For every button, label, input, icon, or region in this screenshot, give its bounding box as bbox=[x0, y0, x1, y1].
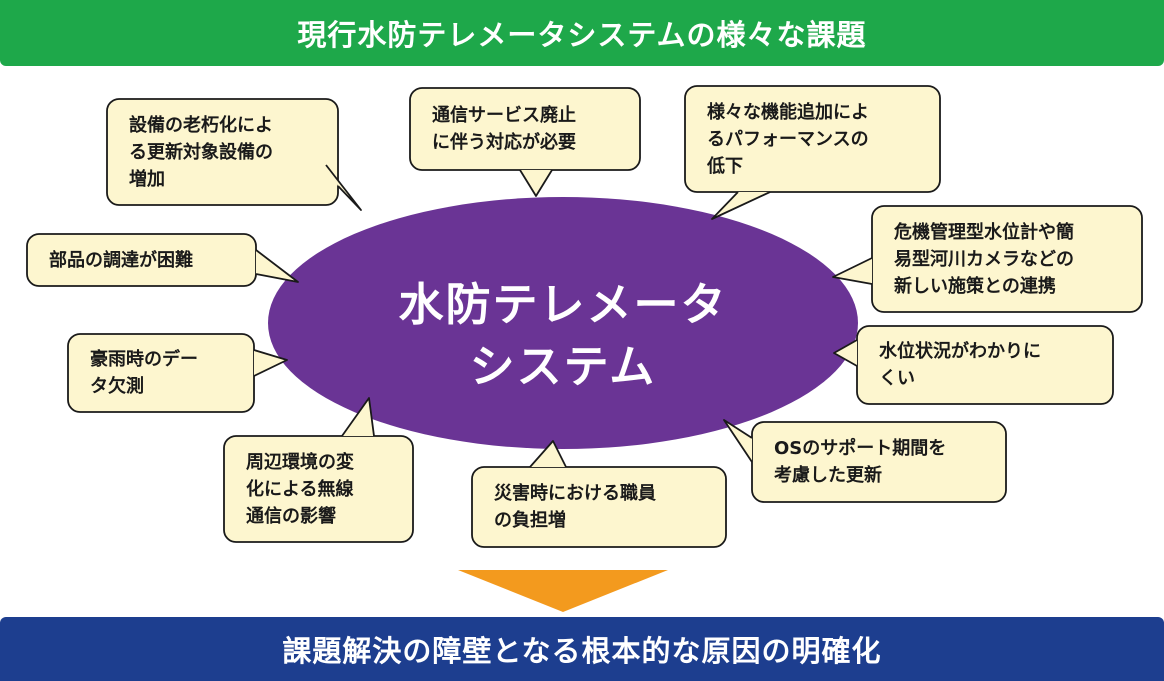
issue-text: OSのサポート期間を 考慮した更新 bbox=[774, 438, 947, 486]
issue-text: 様々な機能追加によ るパフォーマンスの 低下 bbox=[707, 101, 869, 177]
speech-bubble bbox=[67, 333, 288, 413]
speech-bubble bbox=[471, 440, 727, 548]
speech-bubble-tail-outline bbox=[341, 397, 375, 437]
speech-bubble-tail bbox=[342, 398, 374, 436]
issue-text: 設備の老朽化によ る更新対象設備の 増加 bbox=[129, 114, 273, 190]
issue-text: 周辺環境の変 化による無線 通信の影響 bbox=[246, 451, 354, 527]
center-ellipse bbox=[268, 197, 858, 449]
center-title: 水防テレメータ システム bbox=[398, 278, 728, 393]
speech-bubbles bbox=[26, 85, 1143, 548]
footer-banner: 課題解決の障壁となる根本的な原因の明確化 bbox=[0, 617, 1164, 681]
speech-bubble bbox=[26, 233, 299, 287]
issue-text: 通信サービス廃止 に伴う対応が必要 bbox=[432, 105, 576, 153]
speech-bubble-tail-outline bbox=[253, 349, 288, 377]
issue-text: 水位状況がわかりに くい bbox=[879, 341, 1041, 389]
speech-bubble-tail-outline bbox=[255, 249, 299, 283]
speech-bubble-tail-outline bbox=[833, 339, 858, 367]
speech-bubble bbox=[223, 397, 414, 543]
speech-bubble-tail bbox=[834, 340, 857, 366]
header-title: 現行水防テレメータシステムの様々な課題 bbox=[297, 18, 867, 52]
issue-text: 豪雨時のデー タ欠測 bbox=[90, 349, 198, 397]
speech-bubble-tail-outline bbox=[711, 191, 771, 220]
speech-bubble-tail bbox=[530, 441, 566, 467]
speech-bubble-box bbox=[223, 435, 414, 543]
speech-bubble-tail-outline bbox=[529, 440, 567, 468]
speech-bubble-tail bbox=[254, 350, 287, 376]
speech-bubble-box bbox=[684, 85, 941, 193]
speech-bubble-tail-outline bbox=[723, 419, 753, 463]
issue-text: 部品の調達が困難 bbox=[49, 249, 193, 271]
header-banner: 現行水防テレメータシステムの様々な課題 bbox=[0, 0, 1164, 66]
speech-bubble-tail-outline bbox=[832, 257, 873, 285]
footer-title: 課題解決の障壁となる根本的な原因の明確化 bbox=[282, 634, 882, 668]
speech-bubble bbox=[684, 85, 941, 220]
issue-text: 危機管理型水位計や簡 易型河川カメラなどの 新しい施策との連携 bbox=[894, 221, 1074, 297]
down-arrow bbox=[458, 570, 668, 612]
speech-bubble bbox=[409, 87, 641, 197]
speech-bubble-tail-outline bbox=[519, 169, 553, 197]
speech-bubble bbox=[106, 98, 362, 211]
speech-bubble bbox=[832, 205, 1143, 313]
speech-bubble-box bbox=[471, 466, 727, 548]
speech-bubble bbox=[723, 419, 1007, 503]
speech-bubble-tail-outline bbox=[325, 164, 362, 211]
speech-bubble bbox=[833, 325, 1114, 405]
speech-bubble-box bbox=[106, 98, 339, 206]
speech-bubble-tail bbox=[520, 170, 552, 196]
issue-text: 災害時における職員 の負担増 bbox=[494, 483, 656, 531]
speech-bubble-tail bbox=[833, 258, 872, 284]
